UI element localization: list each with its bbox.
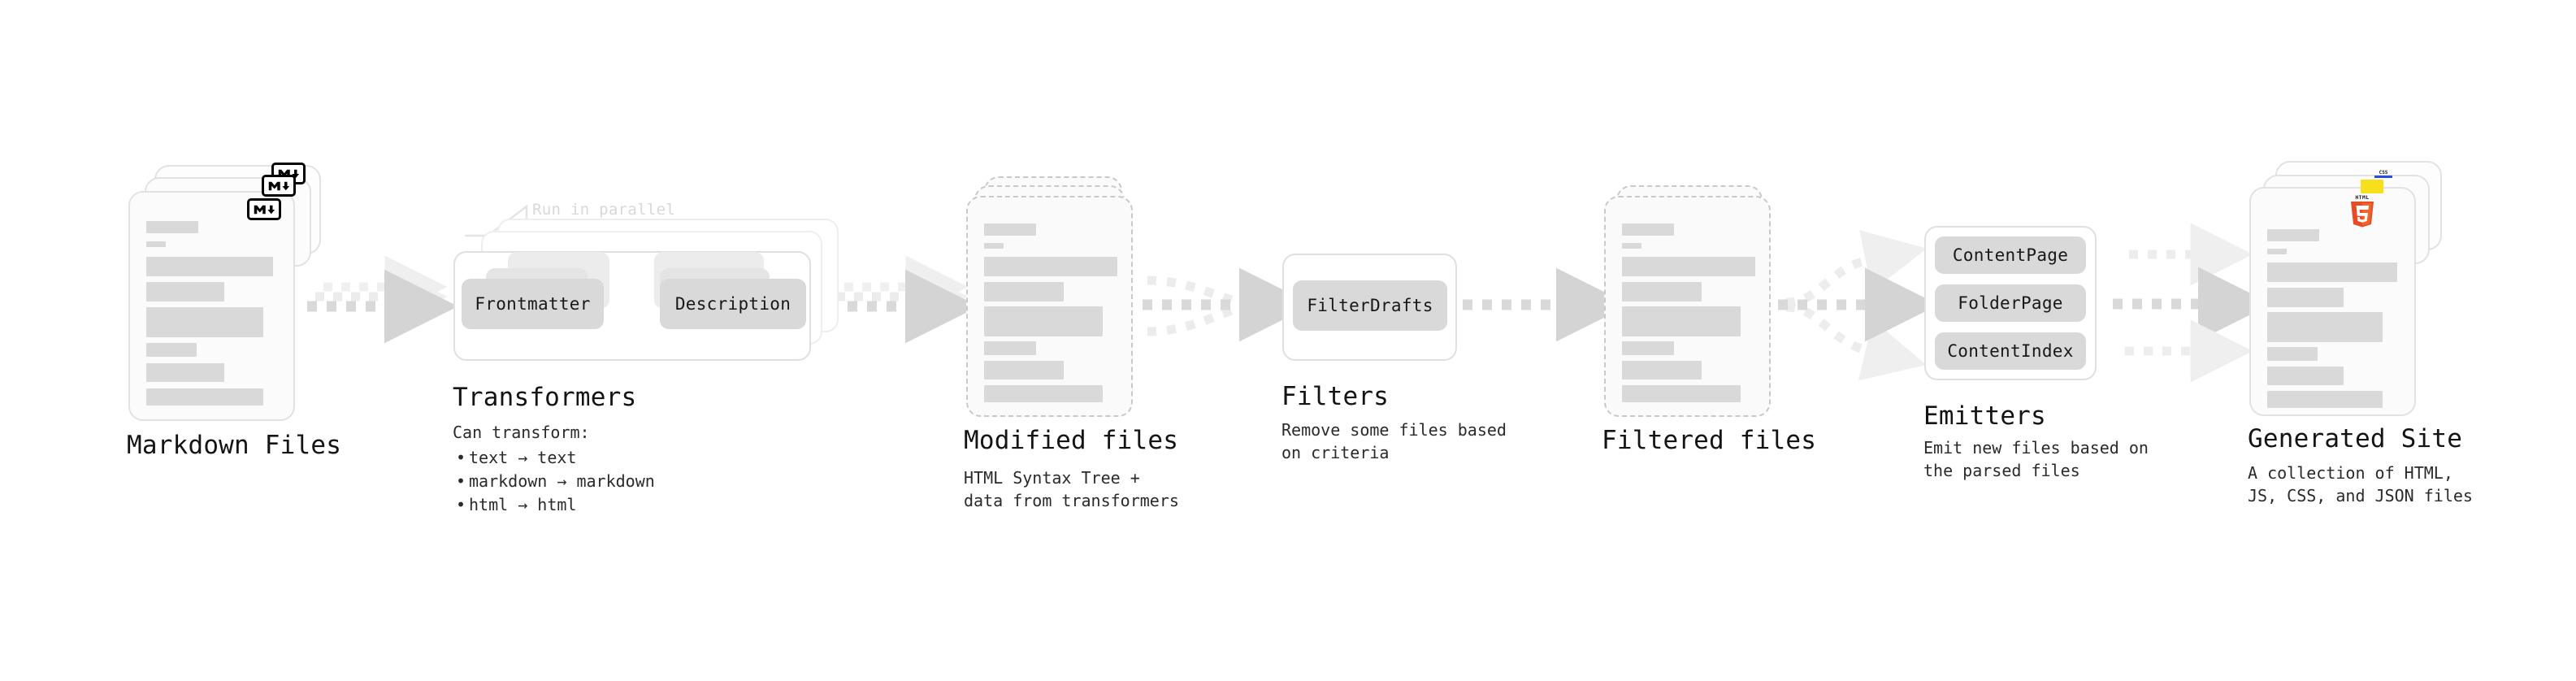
doc-bar: [984, 223, 1036, 236]
transformers-capability-list: text → text markdown → markdown html → h…: [453, 446, 655, 517]
transformer-chip-description[interactable]: Description: [660, 279, 806, 329]
stage-desc-modified-files: HTML Syntax Tree + data from transformer…: [964, 468, 1179, 511]
doc-bar: [2267, 391, 2383, 408]
doc-bar: [1622, 223, 1674, 236]
doc-bar: [1622, 306, 1741, 336]
stage-title-generated-site: Generated Site: [2248, 424, 2463, 453]
doc-bar: [984, 243, 1004, 249]
doc-bar: [146, 343, 197, 357]
emitters-chip-folderpage[interactable]: FolderPage: [1935, 284, 2086, 322]
doc-bar: [146, 221, 198, 233]
markdown-doc-front: [128, 191, 295, 421]
doc-bar: [984, 361, 1064, 380]
doc-bar: [984, 306, 1103, 336]
doc-bar: [2267, 367, 2344, 385]
transformers-description: Can transform: text → text markdown → ma…: [453, 421, 655, 517]
doc-bar: [984, 341, 1036, 355]
transformer-chip-frontmatter[interactable]: Frontmatter: [462, 279, 604, 329]
connector-modified-to-filters: [1143, 267, 1313, 342]
markdown-badge-back-1: [262, 175, 296, 197]
doc-bar: [984, 282, 1064, 301]
doc-bar: [146, 241, 166, 247]
html5-badge: HTML: [2348, 193, 2376, 228]
filtered-doc-front: [1604, 196, 1771, 417]
transformers-capability-item: html → html: [456, 493, 655, 517]
js-badge: [2361, 180, 2383, 193]
doc-bar: [1622, 243, 1641, 249]
site-doc-front: [2249, 187, 2416, 416]
transformers-capability-item: text → text: [456, 446, 655, 470]
doc-bar: [146, 257, 273, 276]
filters-chip-filterdrafts[interactable]: FilterDrafts: [1293, 280, 1447, 331]
doc-bar: [2267, 312, 2383, 342]
connector-filtered-to-emitters: [1778, 230, 1939, 381]
stage-desc-emitters: Emit new files based on the parsed files: [1923, 438, 2149, 481]
stage-title-filters: Filters: [1281, 382, 1390, 411]
emitters-chip-contentpage[interactable]: ContentPage: [1935, 236, 2086, 274]
svg-text:HTML: HTML: [2355, 194, 2369, 201]
doc-bar: [2267, 288, 2344, 307]
doc-bar: [2267, 347, 2318, 361]
doc-bar: [146, 363, 224, 382]
stage-title-modified-files: Modified files: [964, 426, 1179, 455]
stage-title-markdown-files: Markdown Files: [127, 431, 342, 460]
doc-bar: [146, 388, 263, 406]
stage-title-emitters: Emitters: [1923, 401, 2046, 431]
stage-desc-generated-site: A collection of HTML, JS, CSS, and JSON …: [2248, 463, 2473, 506]
stage-title-transformers: Transformers: [453, 383, 637, 412]
stage-desc-filters: Remove some files based on criteria: [1281, 420, 1507, 463]
connector-transformers-to-modified: [828, 255, 979, 344]
doc-bar: [2267, 249, 2287, 254]
doc-bar: [1622, 257, 1755, 276]
markdown-badge-front: [247, 198, 281, 220]
doc-bar: [1622, 385, 1741, 402]
doc-bar: [1622, 282, 1702, 301]
svg-text:CSS: CSS: [2379, 170, 2388, 176]
doc-bar: [2267, 229, 2319, 241]
connector-md-to-transformers: [307, 255, 458, 344]
doc-bar: [984, 385, 1103, 402]
doc-bar: [146, 307, 263, 337]
transformers-desc-header: Can transform:: [453, 423, 590, 442]
doc-bar: [2267, 262, 2397, 282]
connector-emitters-to-site: [2113, 223, 2272, 383]
css3-badge: CSS: [2374, 167, 2393, 178]
stage-title-filtered-files: Filtered files: [1602, 426, 1817, 455]
modified-doc-front: [966, 196, 1133, 417]
doc-bar: [1622, 361, 1702, 380]
transformers-capability-item: markdown → markdown: [456, 470, 655, 493]
emitters-chip-contentindex[interactable]: ContentIndex: [1935, 332, 2086, 370]
run-in-parallel-label: Run in parallel: [532, 201, 676, 219]
doc-bar: [146, 282, 224, 301]
doc-bar: [1622, 341, 1674, 355]
doc-bar: [984, 257, 1117, 276]
